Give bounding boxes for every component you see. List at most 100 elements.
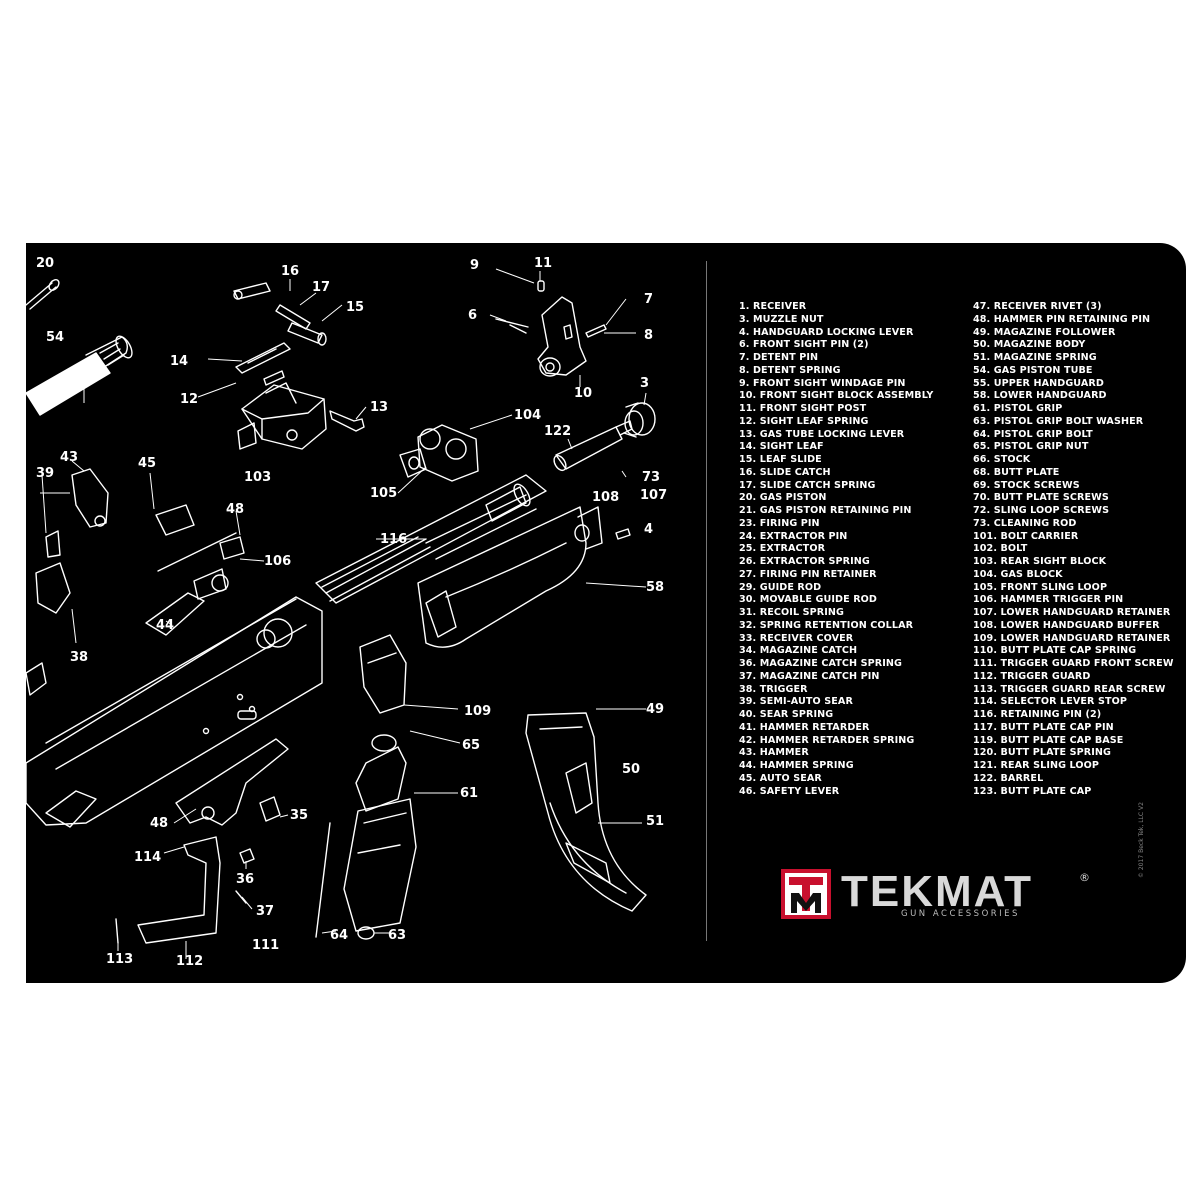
part-list-item: 122. BARREL: [973, 772, 1044, 784]
part-list-item: 33. RECEIVER COVER: [739, 632, 854, 644]
brand-name: TEKMAT: [841, 867, 1034, 916]
part-list-item: 51. MAGAZINE SPRING: [973, 352, 1097, 363]
svg-text:54: 54: [46, 330, 64, 345]
part-list-item: 38. TRIGGER: [739, 683, 808, 695]
svg-text:50: 50: [622, 762, 640, 777]
part-list-item: 13. GAS TUBE LOCKING LEVER: [739, 428, 905, 440]
part-list-item: 10. FRONT SIGHT BLOCK ASSEMBLY: [739, 390, 934, 402]
svg-text:107: 107: [640, 488, 667, 503]
svg-text:8: 8: [644, 328, 653, 343]
svg-text:38: 38: [70, 650, 88, 665]
svg-text:20: 20: [36, 256, 54, 271]
part-list-item: 109. LOWER HANDGUARD RETAINER: [973, 632, 1171, 644]
part-gas-piston-tube: [26, 335, 133, 416]
tekmat-logo-mark: [781, 869, 831, 919]
part-list-item: 47. RECEIVER RIVET (3): [973, 301, 1102, 312]
part-rear-sight: [233, 282, 327, 386]
column-divider: [706, 261, 707, 941]
part-list-item: 101. BOLT CARRIER: [973, 530, 1079, 542]
svg-text:106: 106: [264, 554, 291, 569]
part-list-item: 44. HAMMER SPRING: [739, 760, 854, 771]
svg-text:73: 73: [642, 470, 660, 485]
part-pistol-grip: [315, 734, 417, 940]
part-list-item: 24. EXTRACTOR PIN: [739, 530, 848, 542]
part-list-item: 103. REAR SIGHT BLOCK: [973, 556, 1107, 567]
svg-text:36: 36: [236, 872, 254, 887]
part-list-item: 121. REAR SLING LOOP: [973, 760, 1100, 771]
svg-text:105: 105: [370, 486, 397, 501]
part-list-item: 108. LOWER HANDGUARD BUFFER: [973, 619, 1160, 631]
svg-text:10: 10: [574, 386, 592, 401]
part-list-item: 43. HAMMER: [739, 747, 809, 759]
part-list-item: 15. LEAF SLIDE: [739, 454, 822, 465]
part-list-item: 39. SEMI-AUTO SEAR: [739, 696, 853, 708]
part-front-sight-block: [495, 280, 607, 377]
part-list-item: 65. PISTOL GRIP NUT: [973, 441, 1089, 453]
part-bolt-carrier: [315, 474, 547, 604]
part-handguard-retainer: [359, 634, 407, 714]
part-list-item: 14. SIGHT LEAF: [739, 441, 824, 453]
part-gas-tube-lever: [329, 410, 365, 432]
part-list-item: 116. RETAINING PIN (2): [973, 709, 1102, 720]
part-list-item: 113. TRIGGER GUARD REAR SCREW: [973, 683, 1166, 695]
part-list-item: 12. SIGHT LEAF SPRING: [739, 415, 869, 427]
part-list-item: 16. SLIDE CATCH: [739, 466, 831, 478]
svg-text:122: 122: [544, 424, 571, 439]
svg-text:108: 108: [592, 490, 619, 505]
svg-text:109: 109: [464, 704, 491, 719]
part-list-item: 26. EXTRACTOR SPRING: [739, 556, 870, 567]
part-list-item: 4. HANDGUARD LOCKING LEVER: [739, 326, 914, 338]
part-receiver: [26, 536, 431, 828]
part-list-item: 42. HAMMER RETARDER SPRING: [739, 734, 915, 746]
part-barrel: [553, 420, 633, 472]
part-list-item: 23. FIRING PIN: [739, 517, 820, 529]
part-list-item: 31. RECOIL SPRING: [739, 607, 844, 618]
svg-text:4: 4: [644, 522, 653, 537]
part-gas-block: [399, 424, 479, 482]
part-list-item: 27. FIRING PIN RETAINER: [739, 568, 877, 580]
part-list-item: 123. BUTT PLATE CAP: [973, 785, 1092, 797]
part-list-item: 111. TRIGGER GUARD FRONT SCREW: [973, 658, 1174, 669]
svg-text:17: 17: [312, 280, 330, 295]
part-magazine: [525, 712, 647, 912]
part-list-item: 112. TRIGGER GUARD: [973, 670, 1091, 682]
part-list-item: 48. HAMMER PIN RETAINING PIN: [973, 313, 1151, 325]
part-list-item: 21. GAS PISTON RETAINING PIN: [739, 505, 912, 516]
part-list-item: 70. BUTT PLATE SCREWS: [973, 492, 1109, 504]
part-list-item: 73. CLEANING ROD: [973, 517, 1077, 529]
part-list-item: 34. MAGAZINE CATCH: [739, 645, 858, 657]
part-list-item: 3. MUZZLE NUT: [739, 313, 824, 325]
svg-text:48: 48: [150, 816, 168, 831]
svg-text:48: 48: [226, 502, 244, 517]
part-list-item: 32. SPRING RETENTION COLLAR: [739, 619, 914, 631]
svg-text:15: 15: [346, 300, 364, 315]
part-list-item: 69. STOCK SCREWS: [973, 479, 1080, 491]
svg-text:45: 45: [138, 456, 156, 471]
part-list-item: 102. BOLT: [973, 543, 1028, 555]
part-list-item: 114. SELECTOR LEVER STOP: [973, 696, 1128, 708]
svg-text:39: 39: [36, 466, 54, 481]
part-list-item: 55. UPPER HANDGUARD: [973, 377, 1104, 389]
part-list-item: 63. PISTOL GRIP BOLT WASHER: [973, 415, 1144, 427]
svg-text:61: 61: [460, 786, 478, 801]
part-gas-piston: [26, 279, 60, 310]
svg-text:35: 35: [290, 808, 308, 823]
svg-text:58: 58: [646, 580, 664, 595]
part-list-item: 41. HAMMER RETARDER: [739, 721, 870, 733]
part-list-item: 29. GUIDE ROD: [739, 581, 822, 593]
part-list-item: 6. FRONT SIGHT PIN (2): [739, 339, 869, 351]
svg-text:103: 103: [244, 470, 271, 485]
part-list-item: 64. PISTOL GRIP BOLT: [973, 428, 1093, 440]
svg-text:14: 14: [170, 354, 188, 369]
part-list-item: 9. FRONT SIGHT WINDAGE PIN: [739, 377, 906, 389]
svg-text:9: 9: [470, 258, 479, 273]
part-list-item: 105. FRONT SLING LOOP: [973, 581, 1108, 593]
part-list-item: 49. MAGAZINE FOLLOWER: [973, 326, 1116, 338]
part-list-item: 30. MOVABLE GUIDE ROD: [739, 594, 877, 606]
tekmat-logo: TEKMAT ® GUN ACCESSORIES: [781, 867, 1111, 921]
svg-text:116: 116: [380, 532, 407, 547]
